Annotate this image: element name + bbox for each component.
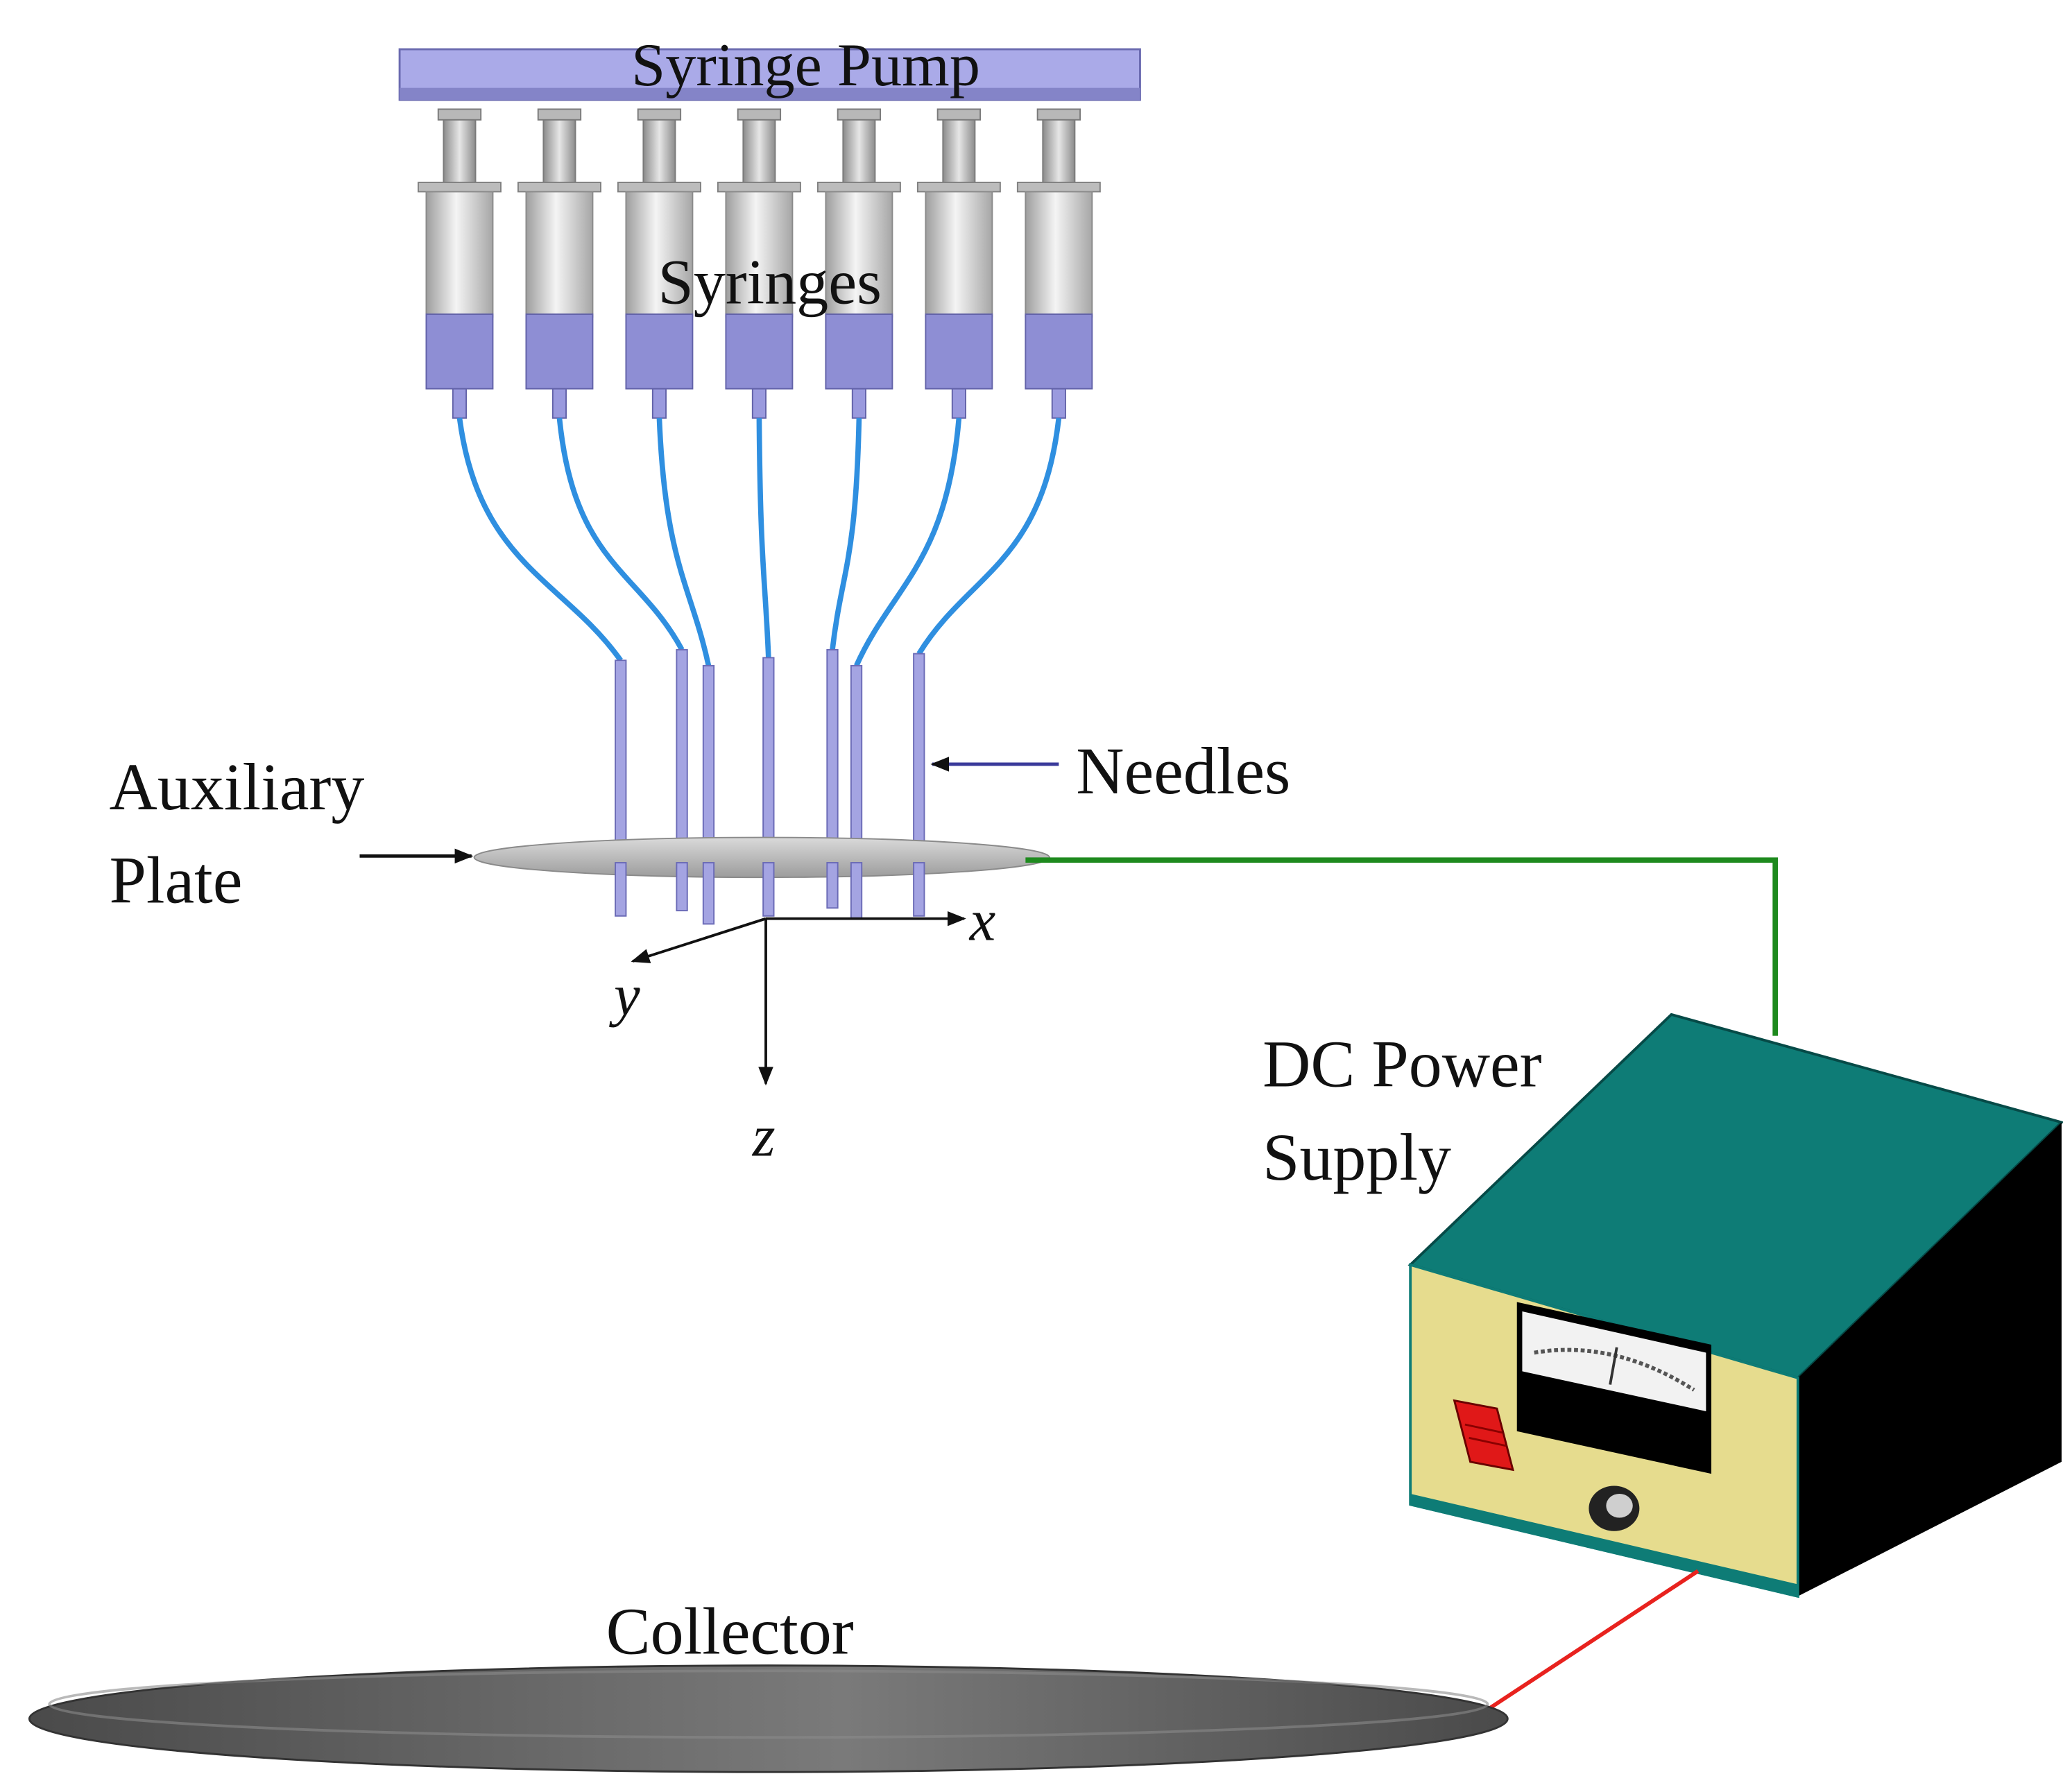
axis-z-label: z: [752, 1104, 776, 1169]
syringe: [417, 108, 502, 419]
syringe: [617, 108, 701, 419]
collector: Collector: [28, 1594, 1509, 1773]
power-switch-icon[interactable]: [1453, 1399, 1514, 1472]
dc-power-supply: DC Power Supply: [1262, 1013, 2063, 1599]
needles-upper: [615, 648, 925, 859]
feed-tube: [756, 417, 771, 658]
needle-tip: [850, 862, 863, 920]
syringe: [717, 108, 801, 419]
needles-label: Needles: [1076, 734, 1290, 808]
needle: [615, 660, 627, 859]
needle: [850, 664, 863, 859]
collector-plate: [28, 1664, 1509, 1773]
needle: [762, 657, 775, 859]
needle-tip: [615, 862, 627, 917]
ground-wire: [1025, 857, 1779, 1036]
axis-y-label: y: [608, 963, 640, 1028]
syringe: [1016, 108, 1101, 419]
auxiliary-plate-label-line1: Auxiliary: [110, 750, 365, 824]
feed-tube: [656, 417, 712, 666]
power-supply-side: [1797, 1122, 2062, 1596]
high-voltage-wire: [1474, 1569, 1700, 1719]
feed-tube: [830, 417, 862, 651]
voltage-knob-icon[interactable]: [1589, 1485, 1640, 1531]
feed-tube: [916, 417, 1062, 655]
collector-label: Collector: [606, 1594, 854, 1668]
syringe-pump: Syringe Pump: [398, 31, 1141, 101]
power-supply-label-line2: Supply: [1262, 1120, 1451, 1194]
needle-tip: [676, 862, 688, 912]
axis-y-line: [631, 917, 767, 963]
needle: [676, 648, 688, 859]
analog-meter-icon: [1516, 1302, 1712, 1474]
syringes-label: Syringes: [658, 247, 882, 318]
power-supply-label-line1: DC Power: [1262, 1027, 1542, 1101]
feed-tube: [854, 417, 962, 667]
feed-tube: [456, 417, 623, 662]
syringe: [816, 108, 901, 419]
power-supply-front-bottom-edge: [1410, 1493, 1798, 1598]
needle: [913, 653, 925, 859]
auxiliary-plate-callout: Auxiliary Plate: [110, 750, 474, 917]
syringe: [916, 108, 1001, 419]
feed-tubes: [456, 417, 1062, 667]
needle: [702, 664, 715, 859]
syringe-pump-label: Syringe Pump: [631, 31, 980, 99]
needle-tip: [826, 862, 839, 909]
needle-tip: [913, 862, 925, 917]
auxiliary-plate-label-line2: Plate: [110, 843, 243, 917]
auxiliary-plate: [473, 836, 1050, 879]
needles-callout: Needles: [930, 734, 1290, 808]
needle: [826, 648, 839, 859]
axis-x-label: x: [968, 888, 995, 953]
feed-tube: [556, 417, 685, 651]
needle-tip: [702, 862, 715, 925]
coordinate-axes: x y z: [608, 888, 995, 1169]
syringe: [517, 108, 601, 419]
needle-tip: [762, 862, 775, 917]
needles-lower: [615, 862, 925, 925]
